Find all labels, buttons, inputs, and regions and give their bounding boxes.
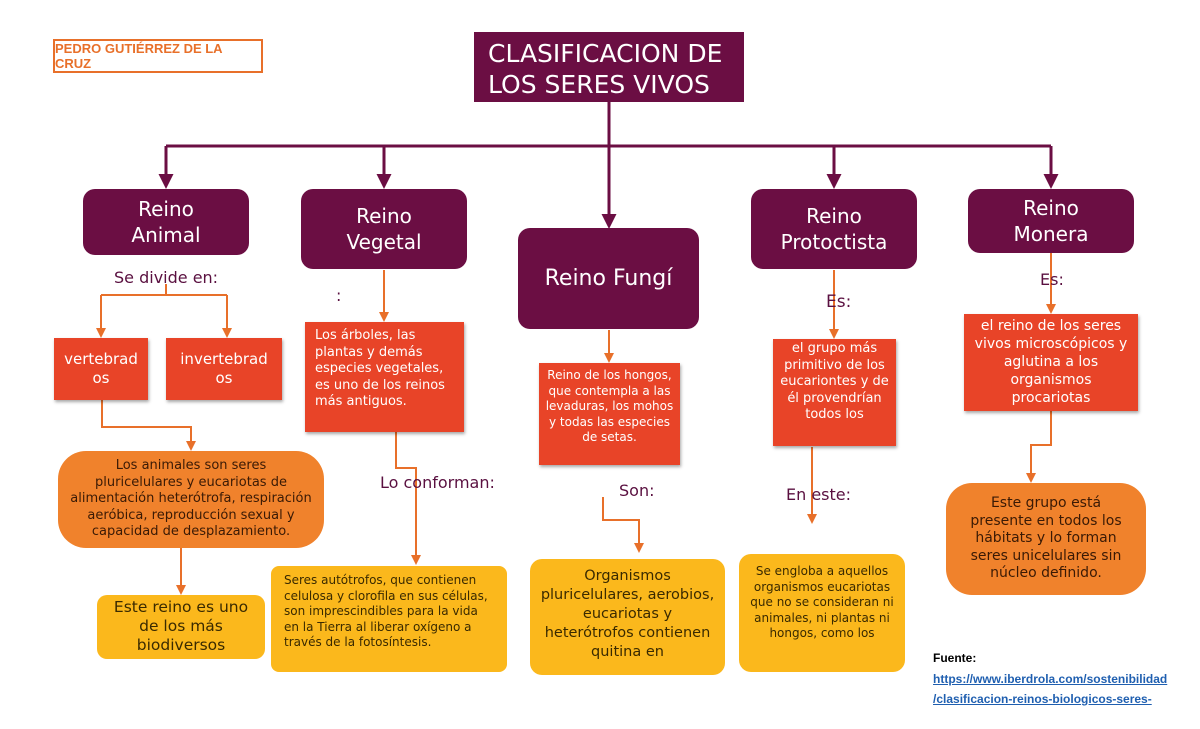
label-vegetal-colon: :: [336, 286, 342, 305]
arrow-to-animal-description: [101, 400, 196, 451]
label-protoctista-es: Es:: [826, 292, 852, 312]
source-link-line1[interactable]: https://www.iberdrola.com/sostenibilidad: [933, 672, 1168, 686]
fungi-description: Reino de los hongos, que contempla a las…: [539, 363, 680, 465]
kingdom-monera: Reino Monera: [968, 189, 1134, 253]
animal-note: Este reino es uno de los más biodiversos: [97, 595, 265, 659]
source-label: Fuente:: [933, 651, 977, 665]
vegetal-description: Los árboles, las plantas y demás especie…: [305, 322, 464, 432]
kingdom-animal: Reino Animal: [83, 189, 249, 255]
vegetal-detail: Seres autótrofos, que contienen celulosa…: [271, 566, 507, 672]
label-monera-es: Es:: [1040, 270, 1064, 289]
kingdom-protoctista: Reino Protoctista: [751, 189, 917, 269]
fungi-detail: Organismos pluricelulares, aerobios, euc…: [530, 559, 725, 675]
branch-vertebrados: vertebrad os: [54, 338, 148, 400]
diagram-title: CLASIFICACION DE LOS SERES VIVOS: [474, 32, 744, 102]
label-se-divide-en: Se divide en:: [114, 268, 219, 287]
monera-detail: Este grupo está presente en todos los há…: [946, 483, 1146, 595]
protoctista-description: el grupo más primitivo de los eucarionte…: [773, 339, 896, 446]
arrow-to-fungi-detail: [602, 497, 644, 553]
protoctista-detail: Se engloba a aquellos organismos eucario…: [739, 554, 905, 672]
monera-description: el reino de los seres vivos microscópico…: [964, 314, 1138, 411]
branch-invertebrados: invertebrad os: [166, 338, 282, 400]
kingdom-fungi: Reino Fungí: [518, 228, 699, 329]
label-son: Son:: [619, 481, 655, 500]
label-lo-conforman: Lo conforman:: [380, 473, 495, 492]
arrow-to-monera-detail: [1026, 411, 1052, 483]
arrow-to-vegetal-detail: [395, 432, 421, 565]
kingdom-vegetal: Reino Vegetal: [301, 189, 467, 269]
animal-description: Los animales son seres pluricelulares y …: [58, 451, 324, 548]
author-box: PEDRO GUTIÉRREZ DE LA CRUZ: [53, 39, 263, 73]
source-link-line2[interactable]: /clasificacion-reinos-biologicos-seres-: [933, 692, 1152, 706]
label-en-este: En este:: [786, 485, 852, 504]
